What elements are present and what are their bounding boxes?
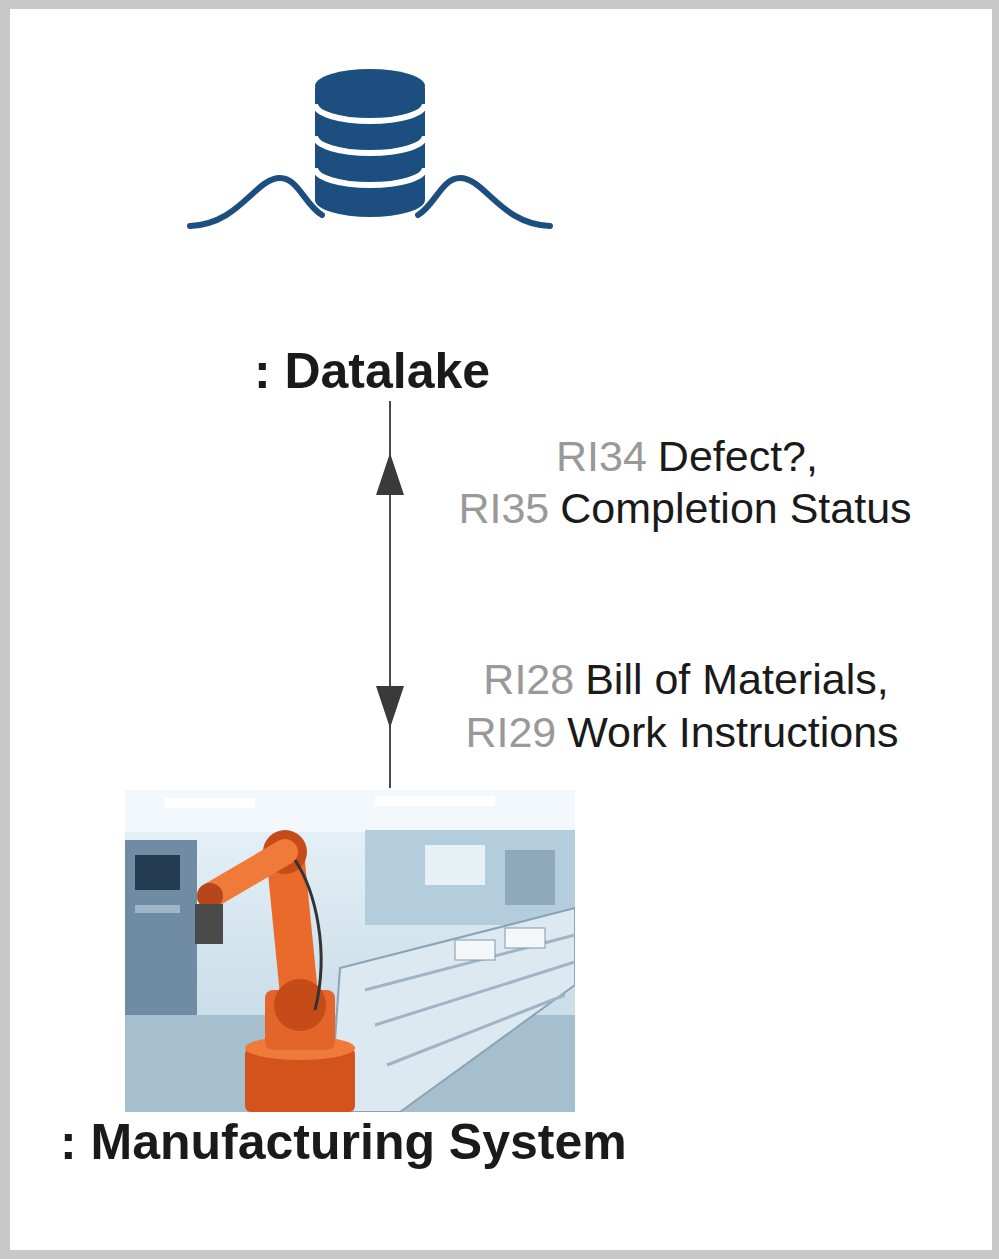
connector-group bbox=[376, 401, 404, 788]
manufacturing-node: : Manufacturing System bbox=[60, 788, 631, 1172]
arrow-head bbox=[376, 686, 404, 728]
label-row: RI29Work Instructions bbox=[465, 706, 898, 758]
flow-label: Completion Status bbox=[560, 482, 911, 534]
callout-number: RI35 bbox=[458, 482, 549, 534]
label-row: RI28Bill of Materials, bbox=[483, 653, 888, 705]
flow-label: Bill of Materials, bbox=[585, 653, 888, 705]
callout-number: RI34 bbox=[556, 430, 647, 482]
flow-label: Defect?, bbox=[658, 430, 818, 482]
robot-photo bbox=[125, 790, 575, 1112]
node-label: : Datalake bbox=[187, 341, 557, 401]
callout-number: RI29 bbox=[465, 706, 556, 758]
arrow-head bbox=[376, 453, 404, 495]
node-label: : Manufacturing System bbox=[60, 1112, 631, 1172]
label-row: RI34Defect?, bbox=[556, 430, 818, 482]
label-row: RI35Completion Status bbox=[458, 482, 911, 534]
datalake-node: : Datalake bbox=[187, 60, 557, 401]
flow-label: Work Instructions bbox=[567, 706, 898, 758]
datalake-icon bbox=[190, 69, 550, 226]
callout-number: RI28 bbox=[483, 653, 574, 705]
